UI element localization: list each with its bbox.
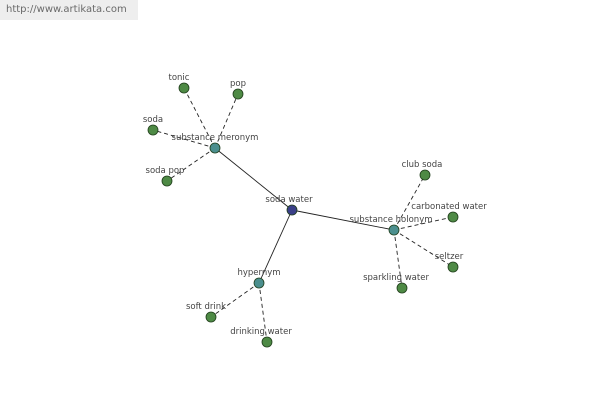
relation-node-substance-holonym[interactable] xyxy=(388,224,400,236)
leaf-label-seltzer: seltzer xyxy=(435,252,464,262)
relation-label-substance-meronym: substance meronym xyxy=(172,133,259,143)
leaf-node-carbonated-water[interactable] xyxy=(447,211,459,223)
leaf-node-soda-pop[interactable] xyxy=(161,175,173,187)
leaf-node-sparkling-water[interactable] xyxy=(396,282,408,294)
edge-substance-holonym-leaf xyxy=(393,229,403,289)
edge-center-substance-meronym xyxy=(214,147,293,211)
leaf-node-club-soda[interactable] xyxy=(419,169,431,181)
relation-label-hypernym: hypernym xyxy=(237,268,280,278)
edge-center-hypernym xyxy=(258,209,293,284)
relation-node-substance-meronym[interactable] xyxy=(209,142,221,154)
leaf-node-drinking-water[interactable] xyxy=(261,336,273,348)
center-node[interactable] xyxy=(286,204,298,216)
relation-node-hypernym[interactable] xyxy=(253,277,265,289)
edge-substance-holonym-leaf xyxy=(393,229,454,268)
graph-edges xyxy=(152,87,454,343)
leaf-label-soda: soda xyxy=(143,115,163,125)
edge-substance-meronym-leaf xyxy=(183,87,216,149)
leaf-node-soft-drink[interactable] xyxy=(205,311,217,323)
leaf-label-pop: pop xyxy=(230,79,246,89)
graph-labels: substance meronym tonic pop soda soda pop sub… xyxy=(143,73,487,337)
center-label: soda water xyxy=(265,195,313,205)
leaf-label-soft-drink: soft drink xyxy=(186,302,226,312)
edge-substance-meronym-leaf xyxy=(152,129,216,149)
edge-substance-holonym-leaf xyxy=(393,174,426,231)
edge-center-substance-holonym xyxy=(291,209,395,231)
graph-nodes xyxy=(147,82,459,348)
leaf-label-drinking-water: drinking water xyxy=(230,327,292,337)
leaf-node-pop[interactable] xyxy=(232,88,244,100)
leaf-label-tonic: tonic xyxy=(169,73,190,83)
leaf-node-tonic[interactable] xyxy=(178,82,190,94)
edge-hypernym-leaf xyxy=(258,282,268,343)
edge-hypernym-leaf xyxy=(210,282,260,318)
leaf-node-seltzer[interactable] xyxy=(447,261,459,273)
edge-substance-meronym-leaf xyxy=(166,147,216,182)
source-url[interactable]: http://www.artikata.com xyxy=(0,0,138,20)
edge-substance-meronym-leaf xyxy=(214,93,239,149)
leaf-label-sparkling-water: sparkling water xyxy=(363,273,429,283)
relation-label-substance-holonym: substance holonym xyxy=(349,215,432,225)
edge-substance-holonym-leaf xyxy=(393,216,454,231)
leaf-node-soda[interactable] xyxy=(147,124,159,136)
leaf-label-soda-pop: soda pop xyxy=(146,166,185,176)
leaf-label-club-soda: club soda xyxy=(402,160,443,170)
leaf-label-carbonated-water: carbonated water xyxy=(411,202,487,212)
